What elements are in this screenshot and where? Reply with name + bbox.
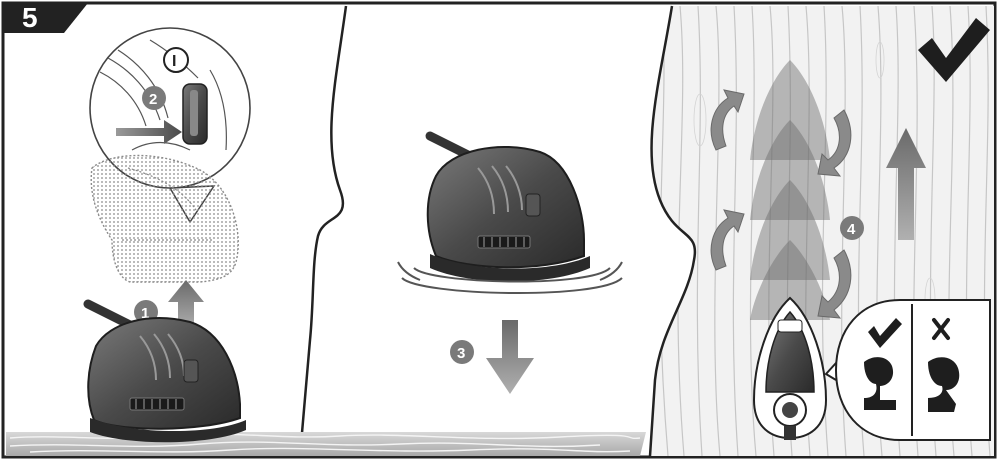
grip-incorrect-cross-icon: [932, 318, 950, 340]
switch-on-symbol: [163, 47, 189, 73]
sander-running: [425, 131, 590, 282]
arm-grip-correct-icon: [864, 357, 896, 410]
panel-divider-2: [648, 5, 697, 457]
sander-on-surface: [83, 299, 246, 443]
sander-top-view: [752, 296, 828, 440]
callout-4-label: 4: [847, 221, 856, 238]
switch-on-symbol-label: I: [172, 53, 176, 70]
sanding-path-overlay: [750, 60, 830, 320]
arm-grip-incorrect-icon: [928, 357, 960, 412]
panel-divider-1: [298, 5, 348, 457]
callout-1-label: 1: [141, 305, 149, 322]
callout-4: 4: [840, 216, 864, 240]
step-number: 5: [22, 2, 38, 33]
grip-correct-checkmark-icon: [868, 318, 902, 348]
callout-3: 3: [450, 340, 474, 364]
forward-arrow: [886, 128, 926, 240]
callout-3-label: 3: [457, 345, 465, 362]
callout-2: 2: [142, 86, 166, 110]
sander-lifted-ghost: [90, 154, 239, 283]
circular-motion-arrows: [710, 89, 852, 319]
lift-arrow: [168, 280, 204, 330]
checkmark-icon: [918, 18, 990, 82]
callout-2-label: 2: [149, 91, 157, 108]
push-arrow: [116, 120, 182, 144]
switch-detail-magnifier: I 2: [89, 27, 251, 224]
lower-arrow: [486, 320, 534, 394]
step-badge: 5: [3, 2, 88, 33]
vibration-lines: [397, 261, 623, 294]
grip-comparison-bubble: [824, 299, 991, 441]
